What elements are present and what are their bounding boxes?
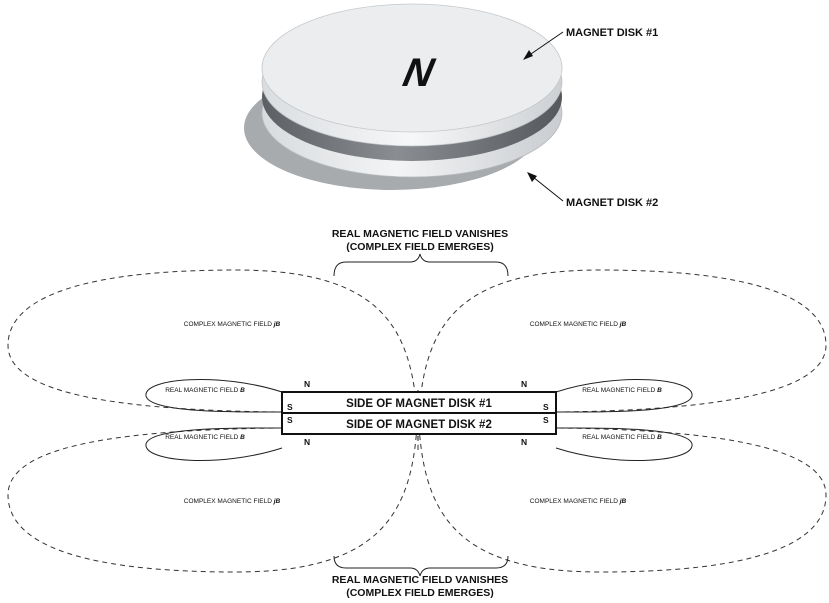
real-loop-lower-left	[145, 427, 283, 461]
pole-south-left-top: S	[287, 402, 293, 412]
callout-arrow-line	[532, 176, 564, 202]
magnet-disks-illustration: N	[244, 3, 563, 190]
magnet-disk-1-top-face	[261, 3, 563, 133]
real-field-label-ul: REAL MAGNETIC FIELD B	[165, 387, 245, 394]
callout-disk-2: MAGNET DISK #2	[527, 172, 658, 209]
real-loop-upper-left	[145, 379, 283, 413]
magnet-disk-2-side	[281, 412, 557, 435]
vanish-bottom-line1: REAL MAGNETIC FIELD VANISHES	[332, 574, 508, 586]
vanish-bottom-line2: (COMPLEX FIELD EMERGES)	[346, 587, 494, 598]
vanish-top-line1: REAL MAGNETIC FIELD VANISHES	[332, 228, 508, 240]
field-labels: COMPLEX MAGNETIC FIELD jB COMPLEX MAGNET…	[165, 321, 662, 505]
disk-2-side-label: SIDE OF MAGNET DISK #2	[346, 419, 492, 431]
complex-field-label-ll: COMPLEX MAGNETIC FIELD jB	[184, 498, 281, 505]
complex-lobe-lower-left	[7, 389, 419, 573]
callout-arrowhead	[523, 50, 533, 60]
disk-1-side-label: SIDE OF MAGNET DISK #1	[346, 398, 492, 410]
vanish-annotation-bottom: REAL MAGNETIC FIELD VANISHES (COMPLEX FI…	[332, 555, 509, 599]
pole-north-upper-right: N	[521, 379, 527, 389]
complex-field-label-lr: COMPLEX MAGNETIC FIELD jB	[530, 498, 627, 505]
complex-lobe-lower-right	[417, 389, 827, 573]
pole-north-lower-right: N	[521, 437, 527, 447]
brace-top	[333, 253, 509, 277]
callout-disk-1-label: MAGNET DISK #1	[566, 27, 658, 39]
complex-field-lobes	[7, 269, 827, 573]
callout-disk-1: MAGNET DISK #1	[523, 27, 658, 60]
real-field-label-ll: REAL MAGNETIC FIELD B	[165, 434, 245, 441]
callout-arrowhead	[527, 172, 537, 182]
pole-south-right-top: S	[543, 402, 549, 412]
pole-south-left-bottom: S	[287, 415, 293, 425]
pole-north-upper-left: N	[304, 379, 310, 389]
pole-south-right-bottom: S	[543, 415, 549, 425]
real-field-loops	[145, 379, 693, 461]
complex-field-label-ul: COMPLEX MAGNETIC FIELD jB	[184, 321, 281, 328]
complex-lobe-upper-right	[417, 269, 827, 451]
real-loop-lower-right	[555, 427, 693, 461]
real-field-label-ur: REAL MAGNETIC FIELD B	[582, 387, 662, 394]
callout-arrow-line	[527, 31, 564, 57]
real-field-label-lr: REAL MAGNETIC FIELD B	[582, 434, 662, 441]
magnet-side-bar: SIDE OF MAGNET DISK #1 SIDE OF MAGNET DI…	[281, 391, 557, 435]
brace-bottom	[333, 555, 509, 577]
complex-field-label-ur: COMPLEX MAGNETIC FIELD jB	[530, 321, 627, 328]
real-loop-upper-right	[555, 379, 693, 413]
vanish-annotation-top: REAL MAGNETIC FIELD VANISHES (COMPLEX FI…	[332, 228, 509, 277]
callout-disk-2-label: MAGNET DISK #2	[566, 197, 658, 209]
pole-north-lower-left: N	[304, 437, 310, 447]
pole-markers: N N S S S S N N	[287, 379, 549, 447]
vanish-top-line2: (COMPLEX FIELD EMERGES)	[346, 241, 494, 253]
complex-lobe-upper-left	[7, 269, 419, 451]
